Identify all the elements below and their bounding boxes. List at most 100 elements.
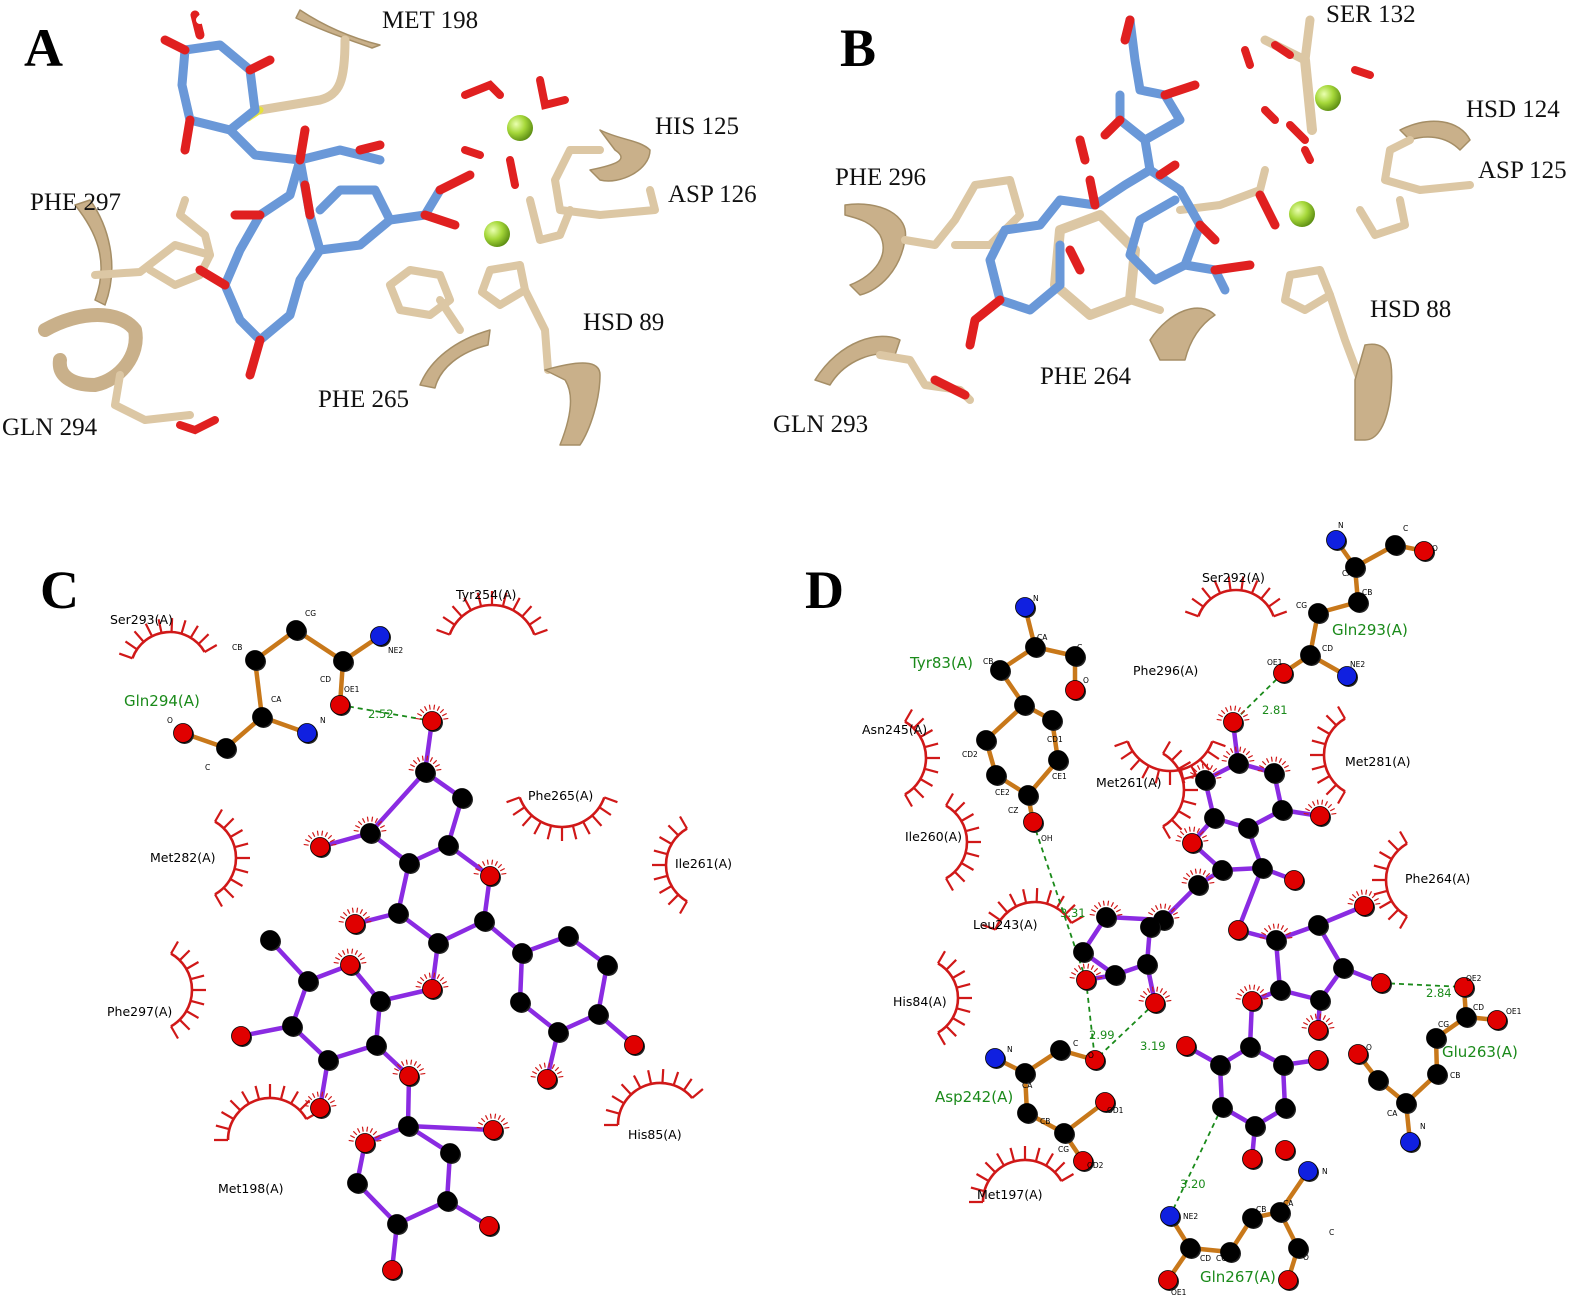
residue-label: HSD 124 bbox=[1466, 96, 1560, 123]
carbon-atom bbox=[548, 1022, 568, 1042]
hydrophobic-arc bbox=[214, 820, 238, 896]
hydrophobic-arc bbox=[518, 796, 606, 829]
carbon-atom bbox=[437, 1191, 457, 1211]
panel-a-waters bbox=[176, 11, 569, 435]
atom-label: O bbox=[1083, 676, 1089, 685]
carbon-atom bbox=[1212, 860, 1232, 880]
carbon-atom bbox=[1195, 770, 1215, 790]
atom-label: O bbox=[1088, 1051, 1094, 1060]
carbon-atom bbox=[440, 1143, 460, 1163]
hydrophobic-arc bbox=[170, 952, 194, 1028]
carbon-atom bbox=[1025, 637, 1045, 657]
oxygen-atom bbox=[1065, 680, 1085, 700]
carbon-atom bbox=[1180, 1238, 1200, 1258]
panel-a: A MET 198 HIS 125 ASP 126 PHE 297 HSD 89… bbox=[2, 7, 757, 446]
atom-label: C bbox=[205, 763, 210, 772]
hydrophobic-residue-label: Met282(A) bbox=[150, 850, 216, 865]
hydrophobic-arcs bbox=[118, 591, 704, 1142]
carbon-atom bbox=[318, 1050, 338, 1070]
oxygen-atom bbox=[1371, 973, 1391, 993]
residue-label: PHE 264 bbox=[1040, 363, 1131, 390]
oxygen-atom bbox=[345, 914, 365, 934]
atom-label: CD bbox=[1322, 644, 1333, 653]
panel-b-ligand bbox=[930, 15, 1280, 400]
nitrogen-atom bbox=[297, 723, 317, 743]
hydrophobic-residue-label: Phe265(A) bbox=[528, 788, 593, 803]
contact-mark bbox=[303, 1091, 337, 1107]
carbon-atom bbox=[298, 971, 318, 991]
atom-label: CA bbox=[1283, 1199, 1294, 1208]
carbon-atom bbox=[1015, 1063, 1035, 1083]
hydrophobic-arc bbox=[1197, 588, 1275, 617]
hydrophobic-arc bbox=[226, 1096, 308, 1141]
atom-label: CZ bbox=[1008, 806, 1018, 815]
hbond-line bbox=[1380, 982, 1465, 988]
oxygen-atom bbox=[340, 955, 360, 975]
oxygen-atom bbox=[1278, 1270, 1298, 1290]
panel-letter: B bbox=[840, 18, 876, 78]
panel-letter: C bbox=[40, 560, 79, 620]
contact-mark bbox=[1235, 984, 1269, 1000]
contact-mark bbox=[530, 1062, 564, 1078]
hbond-residue-label: Gln267(A) bbox=[1200, 1268, 1276, 1286]
hydrophobic-residue-label: Ile261(A) bbox=[675, 856, 732, 871]
hbond-residue-label: Tyr83(A) bbox=[909, 654, 973, 672]
hbond-line bbox=[1094, 1002, 1156, 1061]
carbon-atom bbox=[1242, 1208, 1262, 1228]
nitrogen-atom bbox=[1298, 1161, 1318, 1181]
carbon-atom bbox=[1308, 915, 1328, 935]
oxygen-atom bbox=[310, 1098, 330, 1118]
oxygen-atom bbox=[1310, 806, 1330, 826]
hydrophobic-arc bbox=[937, 962, 960, 1034]
hydrophobic-arc bbox=[981, 1158, 1063, 1203]
carbon-atom bbox=[1300, 645, 1320, 665]
residue-label: PHE 265 bbox=[318, 386, 409, 413]
carbon-atom bbox=[1188, 875, 1208, 895]
hydrophobic-residue-label: Ser293(A) bbox=[110, 612, 173, 627]
oxygen-atom bbox=[480, 866, 500, 886]
hbond-line bbox=[1169, 1106, 1223, 1217]
carbon-atom bbox=[1042, 710, 1062, 730]
atom-label: C bbox=[1376, 1074, 1381, 1083]
oxygen-atom bbox=[483, 1120, 503, 1140]
carbon-atom bbox=[1048, 750, 1068, 770]
hbond-distance: 2.99 bbox=[1089, 1028, 1115, 1042]
oxygen-atom bbox=[1228, 920, 1248, 940]
hbond-distance: 3.20 bbox=[1180, 1177, 1206, 1191]
ion-icon bbox=[484, 221, 510, 247]
contact-mark bbox=[1175, 826, 1209, 842]
oxygen-atom bbox=[173, 723, 193, 743]
carbon-atom bbox=[216, 738, 236, 758]
carbon-atom bbox=[428, 933, 448, 953]
hydrophobic-arc bbox=[664, 827, 688, 903]
carbon-atom bbox=[1427, 1064, 1447, 1084]
carbon-atom bbox=[1018, 785, 1038, 805]
carbon-atom bbox=[1204, 808, 1224, 828]
residue-label: GLN 293 bbox=[773, 411, 868, 438]
carbon-atom bbox=[597, 955, 617, 975]
atom-label: CB bbox=[1256, 1205, 1266, 1214]
carbon-atom bbox=[1073, 942, 1093, 962]
carbon-atom bbox=[1264, 763, 1284, 783]
atom-label: CB bbox=[1362, 588, 1372, 597]
contact-mark bbox=[1188, 763, 1222, 779]
atom-label: CE1 bbox=[1052, 772, 1067, 781]
carbon-atom bbox=[387, 1214, 407, 1234]
oxygen-atom bbox=[1454, 977, 1474, 997]
atom-label: C bbox=[1403, 524, 1408, 533]
atom-label: N bbox=[1033, 594, 1039, 603]
carbon-atom bbox=[1210, 1055, 1230, 1075]
residue-label: HSD 89 bbox=[583, 309, 664, 336]
contact-mark bbox=[1138, 986, 1172, 1002]
carbon-atom bbox=[1212, 1097, 1232, 1117]
carbon-atom bbox=[1273, 1055, 1293, 1075]
carbon-atom bbox=[474, 911, 494, 931]
carbon-atom bbox=[1266, 930, 1286, 950]
contact-mark bbox=[1181, 868, 1215, 884]
carbon-atom bbox=[1345, 557, 1365, 577]
oxygen-atom bbox=[231, 1026, 251, 1046]
hydrophobic-arc bbox=[994, 900, 1073, 931]
hbond-residue-label: Gln293(A) bbox=[1332, 621, 1408, 639]
nitrogen-atom bbox=[1160, 1206, 1180, 1226]
oxygen-atom bbox=[310, 837, 330, 857]
